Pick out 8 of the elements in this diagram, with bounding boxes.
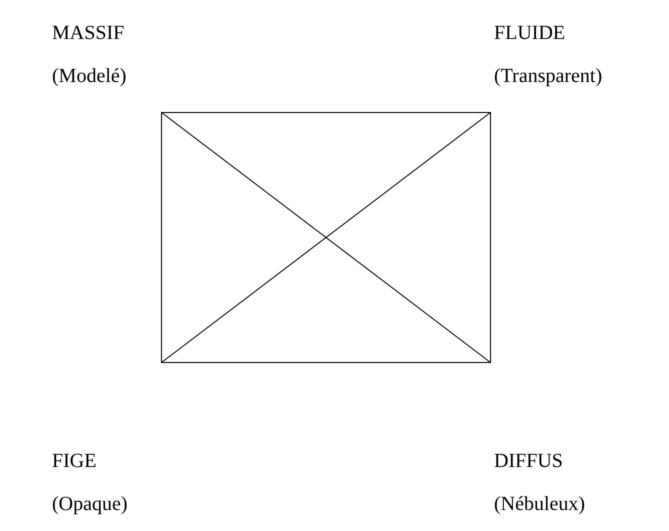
corner-label: FLUIDE xyxy=(494,21,566,45)
corner-sublabel: (Transparent) xyxy=(494,64,602,88)
corner-sublabel: (Nébuleux) xyxy=(494,492,586,516)
corner-label: DIFFUS xyxy=(494,449,563,473)
corner-sublabel: (Opaque) xyxy=(52,492,128,516)
corner-label: MASSIF xyxy=(52,21,124,45)
corner-sublabel: (Modelé) xyxy=(52,64,126,88)
corner-label: FIGE xyxy=(52,449,96,473)
